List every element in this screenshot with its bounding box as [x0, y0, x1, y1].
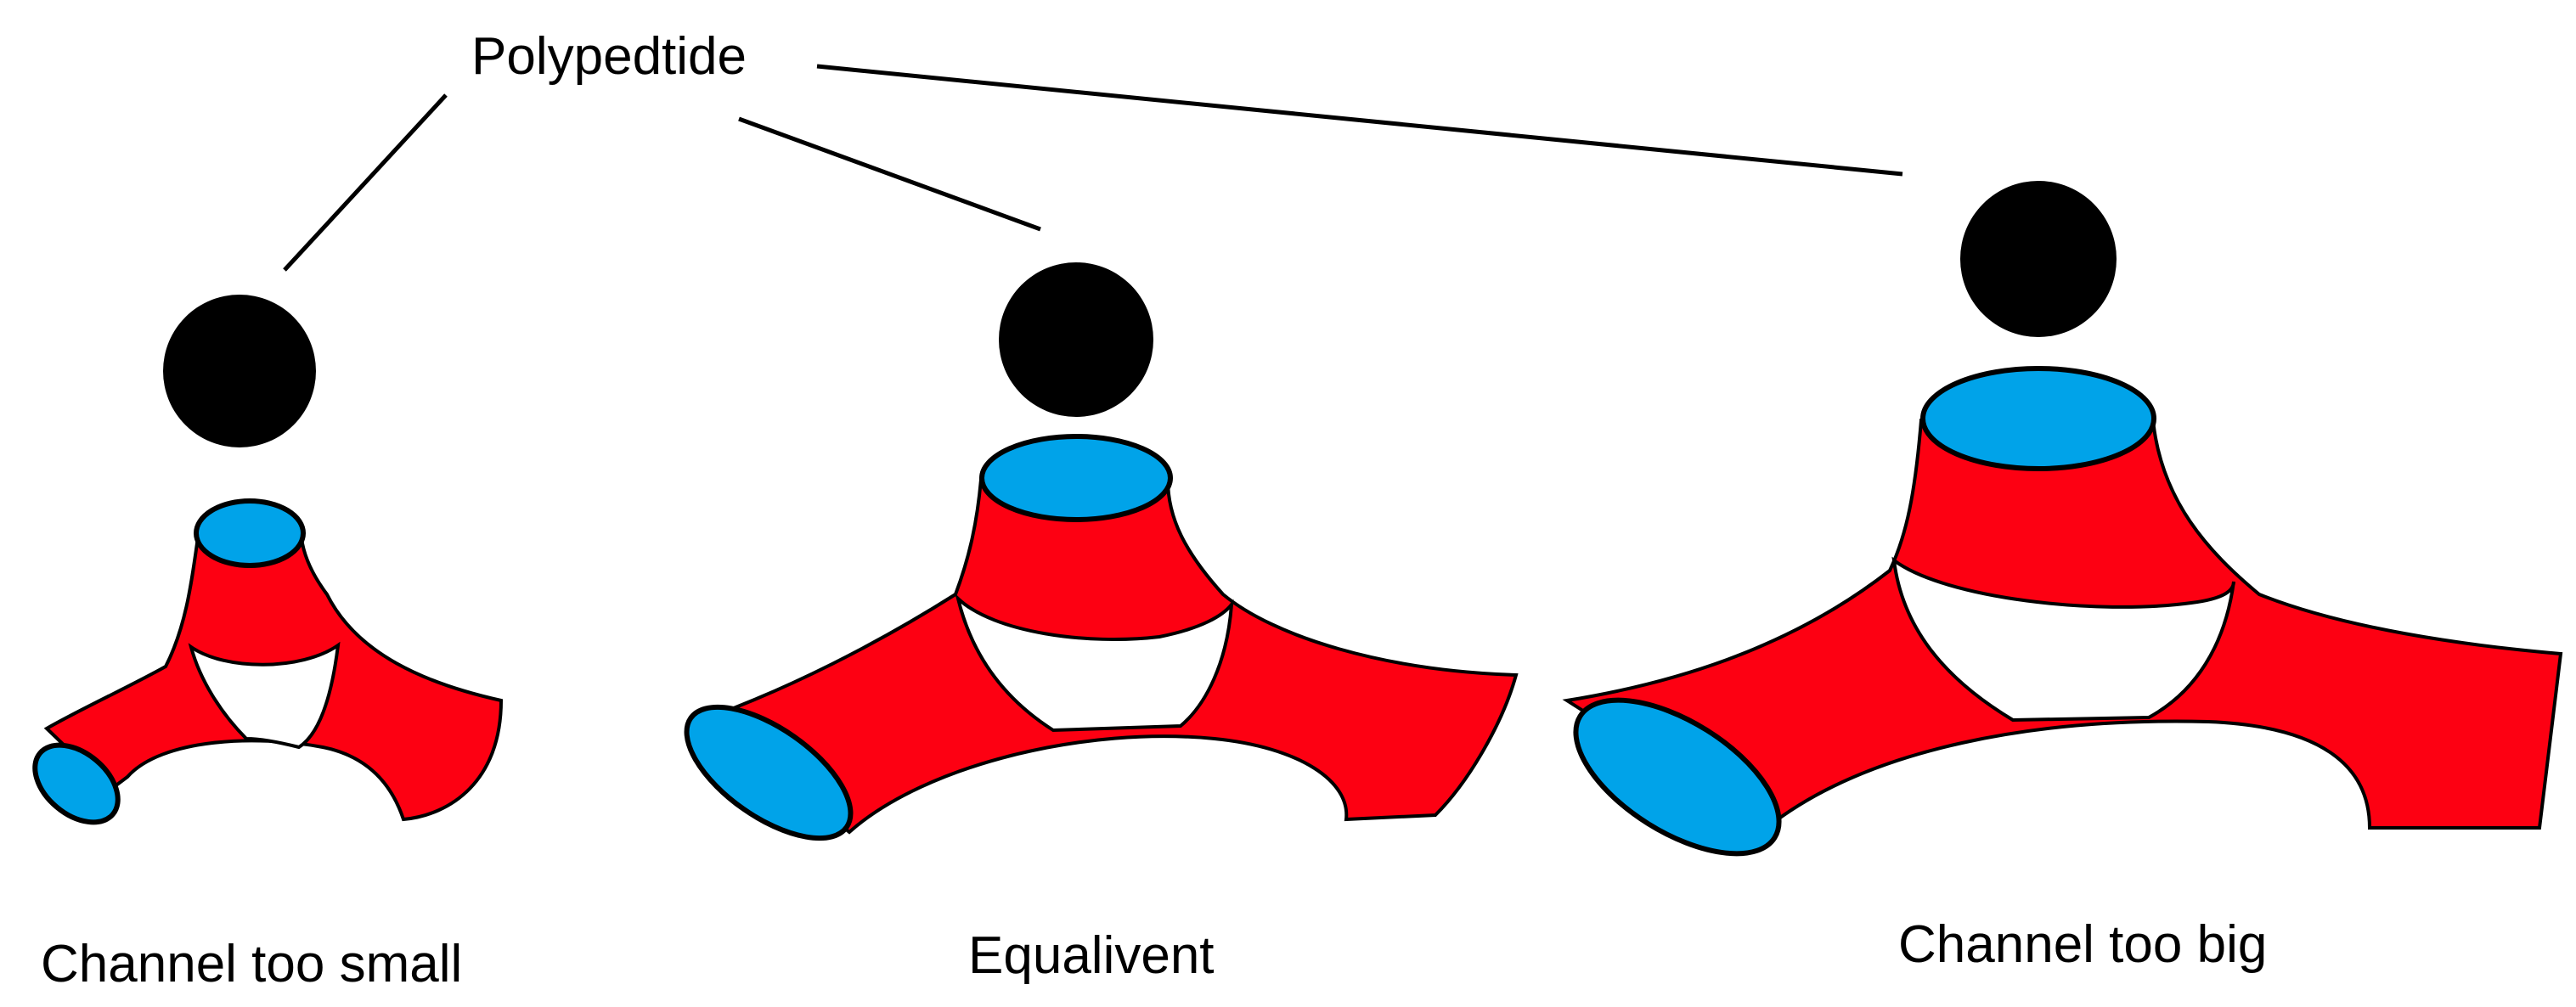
channel-small-gap — [188, 641, 341, 750]
polypeptide-small — [163, 295, 316, 447]
polypeptide-equal — [999, 262, 1153, 417]
channel-equal-left-opening — [684, 704, 854, 841]
pointer-line-equal — [738, 116, 1041, 232]
channel-small-top-opening — [194, 498, 306, 568]
channel-small-left-opening — [32, 742, 121, 825]
channel-small — [32, 295, 504, 825]
pointer-line-big — [816, 64, 1903, 177]
channel-equal — [684, 262, 1519, 841]
caption-channel-too-big: Channel too big — [1898, 915, 2268, 974]
channel-big — [1562, 181, 2563, 857]
channel-big-gap — [1891, 556, 2235, 723]
pointer-lines — [283, 64, 1903, 272]
polypeptide-big — [1960, 181, 2117, 337]
channel-big-top-opening — [1920, 366, 2156, 471]
channel-equal-gap — [955, 593, 1234, 733]
channel-big-left-opening — [1573, 697, 1782, 857]
pointer-line-small — [283, 93, 448, 272]
polypeptide-label: Polypedtide — [471, 27, 747, 86]
caption-channel-too-small: Channel too small — [41, 935, 463, 993]
caption-equivalent: Equalivent — [968, 926, 1215, 985]
channel-equal-top-opening — [979, 434, 1173, 522]
